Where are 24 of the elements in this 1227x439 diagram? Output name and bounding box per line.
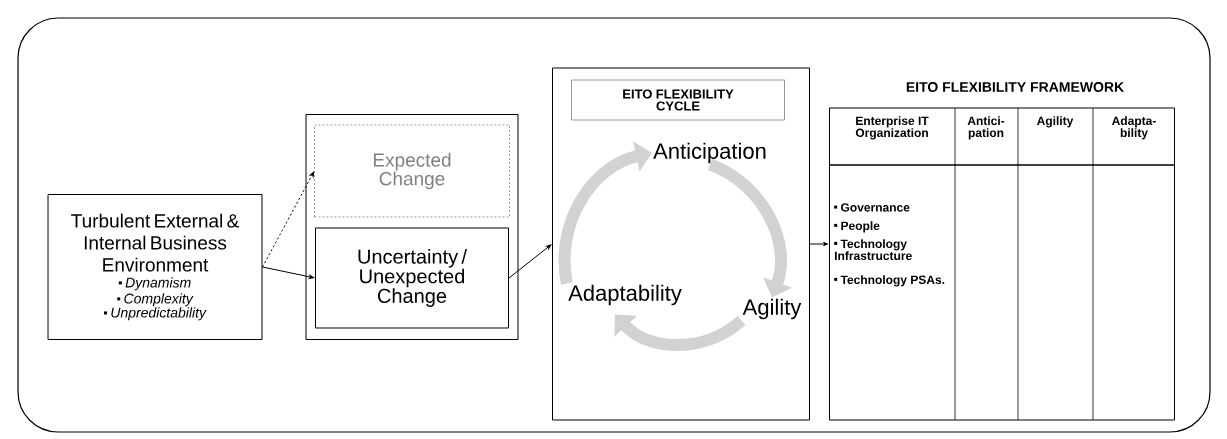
arrow bbox=[262, 266, 315, 279]
arrow bbox=[508, 244, 552, 279]
cycle-word: Adaptability bbox=[568, 284, 682, 306]
table-cell: Enterprise IT Organization bbox=[855, 116, 929, 140]
change-panel bbox=[305, 114, 519, 340]
list-item: People bbox=[834, 221, 880, 233]
table-cell: Adapta- bility bbox=[1111, 116, 1156, 140]
cycle-word: Anticipation bbox=[653, 142, 766, 164]
cycle-arrow bbox=[558, 141, 652, 285]
unexpected-change-box: Uncertainty / Unexpected Change bbox=[315, 227, 509, 329]
arrow bbox=[262, 171, 315, 268]
cycle-title-box: EITO FLEXIBILITY CYCLE bbox=[571, 79, 785, 121]
table-title: EITO FLEXIBILITY FRAMEWORK bbox=[906, 82, 1125, 92]
expected-change-box: Expected Change bbox=[314, 124, 510, 218]
list-item: Technology Infrastructure bbox=[834, 239, 912, 260]
list-item: Technology PSAs. bbox=[834, 275, 945, 287]
cycle-arrow bbox=[614, 314, 746, 351]
table-cell: Antici- pation bbox=[967, 116, 1005, 140]
cycle-word: Agility bbox=[742, 298, 802, 320]
arrow bbox=[809, 242, 829, 246]
list-item: Governance bbox=[834, 203, 910, 212]
table-cell: Agility bbox=[1036, 116, 1074, 128]
cycle-panel bbox=[552, 67, 810, 421]
environment-box: Turbulent External & Internal Business Environment Dynamism Complexity Unpredictability bbox=[47, 194, 263, 340]
